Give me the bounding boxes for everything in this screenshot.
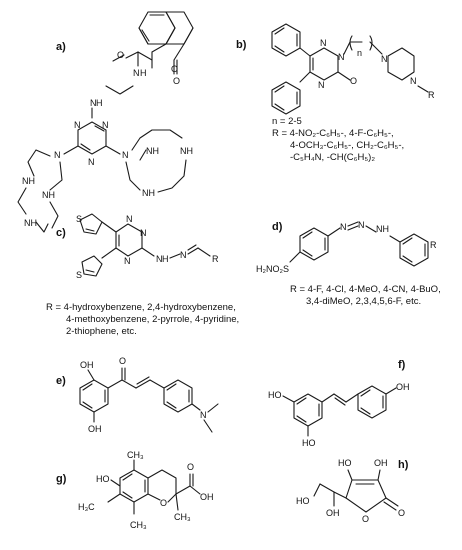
atom-ho-f2: HO [302, 438, 316, 448]
panel-a-label: a) [56, 41, 66, 53]
panel-b-label: b) [236, 39, 247, 51]
panel-e-label: e) [56, 375, 66, 387]
atom-oh-f: OH [396, 382, 410, 392]
atom-h3c-g1: H₃C [78, 502, 95, 512]
atom-ho-h1: HO [338, 458, 352, 468]
panel-d-caption-2: 3,4-diMeO, 2,3,4,5,6-F, etc. [306, 296, 421, 307]
atom-o-carbonyl: O [173, 76, 180, 86]
atom-ch3-g2: CH₃ [174, 512, 191, 522]
panel-c: c) S N N N S N H N R R = 4-hydroxybenzen… [46, 213, 239, 337]
atom-s-c1: S [76, 214, 82, 224]
subscript-n: n [357, 48, 362, 58]
atom-o-e: O [119, 356, 126, 366]
panel-f-label: f) [398, 359, 406, 371]
atom-r-b: R [428, 90, 435, 100]
atom-nh-linker: N [90, 98, 97, 108]
atom-o-b: O [350, 76, 357, 86]
atom-n-triazine-2: N [74, 120, 81, 130]
panel-b-caption-4: -C₅H₄N, -CH(C₆H₅)₂ [290, 152, 375, 163]
panel-d-label: d) [272, 221, 283, 233]
panel-a: a) O O O N H N H N N N N [17, 11, 194, 233]
panel-c-caption-3: 2-thiophene, etc. [66, 326, 137, 337]
atom-ho-g: HO [96, 474, 110, 484]
panel-b-caption-1: n = 2-5 [272, 116, 302, 127]
panel-b-caption-2: R = 4-NO₂-C₆H₅-, 4-F-C₆H₅-, [272, 128, 394, 139]
atom-o-amide: O [117, 50, 124, 60]
panel-f: f) HO HO OH [268, 359, 410, 448]
atom-ho-f1: HO [268, 390, 282, 400]
atom-n-d1: N [340, 222, 347, 232]
atom-n-cyclen-right: N [122, 150, 129, 160]
panel-e: e) OH OH O N [56, 356, 219, 434]
atom-n-c3: N [124, 256, 131, 266]
atom-n-cyclen-left: N [54, 150, 61, 160]
atom-n-c5: N [180, 250, 187, 260]
atom-nh-cyclen-r3: NH [142, 188, 155, 198]
atom-ch3-g3: CH₃ [130, 520, 147, 530]
atom-o2-g: O [187, 462, 194, 472]
atom-n-triazine-1: N [102, 120, 109, 130]
panel-c-caption-2: 4-methoxybenzene, 2-pyrrole, 4-pyridine, [66, 314, 239, 325]
atom-n-b4: N [381, 54, 388, 64]
panel-g-label: g) [56, 473, 67, 485]
atom-nh-cyclen-r2: NH [180, 146, 193, 156]
atom-n-triazine-3: N [88, 157, 95, 167]
atom-oh-e2: OH [88, 424, 102, 434]
atom-r-c: R [212, 254, 219, 264]
panel-d-caption-1: R = 4-F, 4-Cl, 4-MeO, 4-CN, 4-BuO, [290, 284, 441, 295]
atom-h-amide: H [140, 68, 147, 78]
atom-n-b5: N [410, 76, 417, 86]
panel-h-label: h) [398, 459, 409, 471]
atom-n-c2: N [140, 228, 147, 238]
panel-b-caption-3: 4-OCH₃-C₆H₅-, CH₂-C₆H₅-, [290, 140, 404, 151]
panel-c-label: c) [56, 227, 66, 239]
atom-ch3-g1: CH₃ [127, 450, 144, 460]
panel-b: b) N N N O n N N R n = 2-5 R = 4-NO₂-C₆H… [236, 23, 435, 163]
panel-h: h) HO OH O O OH HO [296, 458, 409, 524]
panel-g: g) HO CH₃ O O OH CH₃ H₃C CH₃ [56, 450, 214, 530]
atom-oh-h1: OH [374, 458, 388, 468]
panel-d: d) N N NH R H₂NO₂S R = 4-F, 4-Cl, 4-MeO,… [256, 220, 441, 307]
atom-ho-h2: HO [296, 496, 310, 506]
atom-nh-d: NH [376, 224, 389, 234]
atom-nh-cyclen-l3: NH [24, 218, 37, 228]
atom-n-b3: N [318, 80, 325, 90]
atom-n-c1: N [126, 214, 133, 224]
atom-nh-amide: N [133, 68, 140, 78]
atom-nh-cyclen-l2: NH [42, 190, 55, 200]
atom-nh-cyclen-r1: NH [146, 146, 159, 156]
atom-nh-cyclen-l1: NH [22, 176, 35, 186]
atom-h-linker: H [96, 98, 103, 108]
atom-o-h1: O [362, 514, 369, 524]
atom-n-b1: N [320, 38, 327, 48]
atom-n-c4: N [156, 254, 163, 264]
atom-oh-h2: OH [326, 508, 340, 518]
atom-n-e: N [200, 410, 207, 420]
atom-r-d: R [430, 240, 437, 250]
atom-n-d2: N [358, 220, 365, 230]
atom-oh-e1: OH [80, 360, 94, 370]
atom-h2no2s: H₂NO₂S [256, 264, 289, 274]
atom-o-h2: O [398, 508, 405, 518]
atom-oh-g: OH [200, 492, 214, 502]
panel-c-caption-1: R = 4-hydroxybenzene, 2,4-hydroxybenzene… [46, 302, 236, 313]
atom-n-b2: N [338, 52, 345, 62]
atom-o-g: O [160, 498, 167, 508]
atom-s-c2: S [76, 270, 82, 280]
atom-h-c: H [162, 254, 169, 264]
